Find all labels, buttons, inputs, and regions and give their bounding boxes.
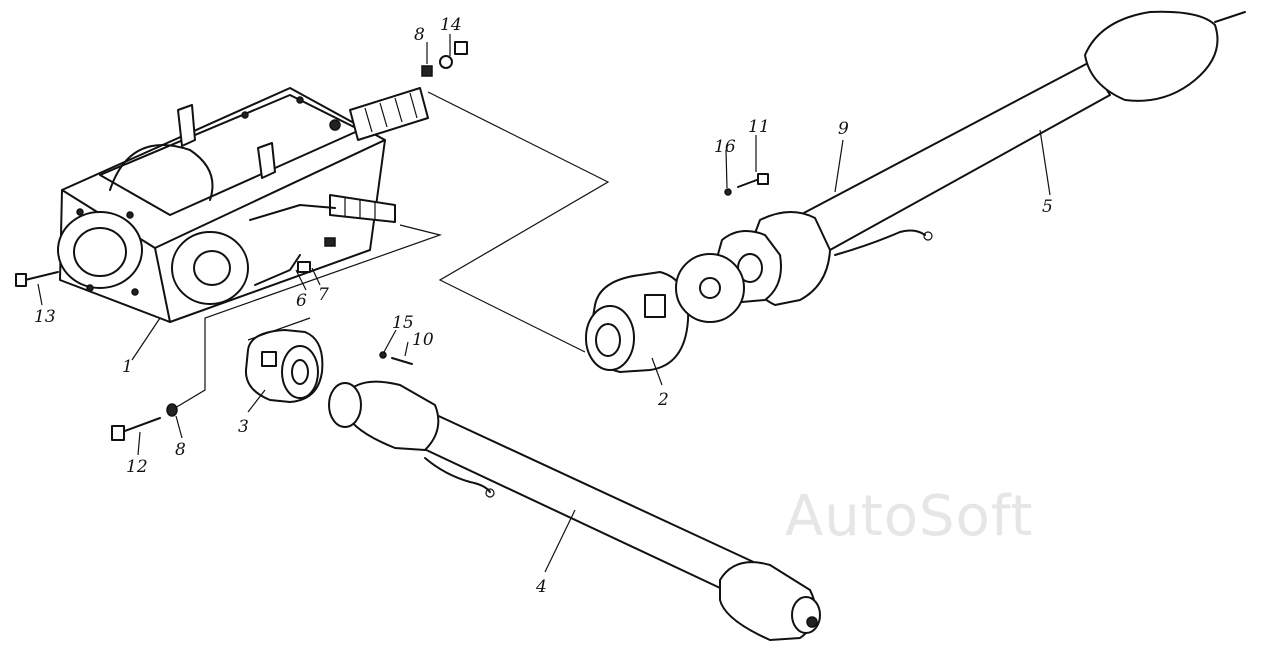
callout-5: 5 (1042, 197, 1053, 217)
callout-3: 3 (238, 417, 249, 437)
callout-10: 10 (412, 330, 434, 350)
watermark: AutoSoft (785, 484, 1034, 549)
coupling-part-2 (585, 271, 690, 373)
callout-9: 9 (838, 119, 849, 139)
gearbox-housing (57, 87, 429, 323)
coupling-part-3 (244, 329, 324, 403)
assembly-lines (174, 91, 610, 409)
callout-6: 6 (296, 291, 307, 311)
callout-14: 14 (440, 15, 462, 35)
callout-2: 2 (657, 390, 669, 410)
callout-13: 13 (34, 307, 56, 327)
callout-1: 1 (122, 357, 133, 377)
drive-shaft-part-4 (328, 380, 821, 641)
callout-15: 15 (392, 313, 414, 333)
callout-labels: 1 2 3 4 5 6 7 8 8 9 10 11 12 13 14 15 16 (34, 15, 1053, 597)
fasteners (15, 41, 769, 441)
leader-lines (37, 34, 1051, 573)
drive-shaft-part-5 (675, 10, 1246, 323)
callout-7: 7 (318, 285, 329, 305)
callout-8-lower: 8 (175, 440, 186, 460)
callout-4: 4 (535, 577, 547, 597)
callout-8-upper: 8 (414, 25, 425, 45)
callout-11: 11 (748, 117, 770, 137)
callout-16: 16 (714, 137, 736, 157)
callout-12: 12 (126, 457, 148, 477)
